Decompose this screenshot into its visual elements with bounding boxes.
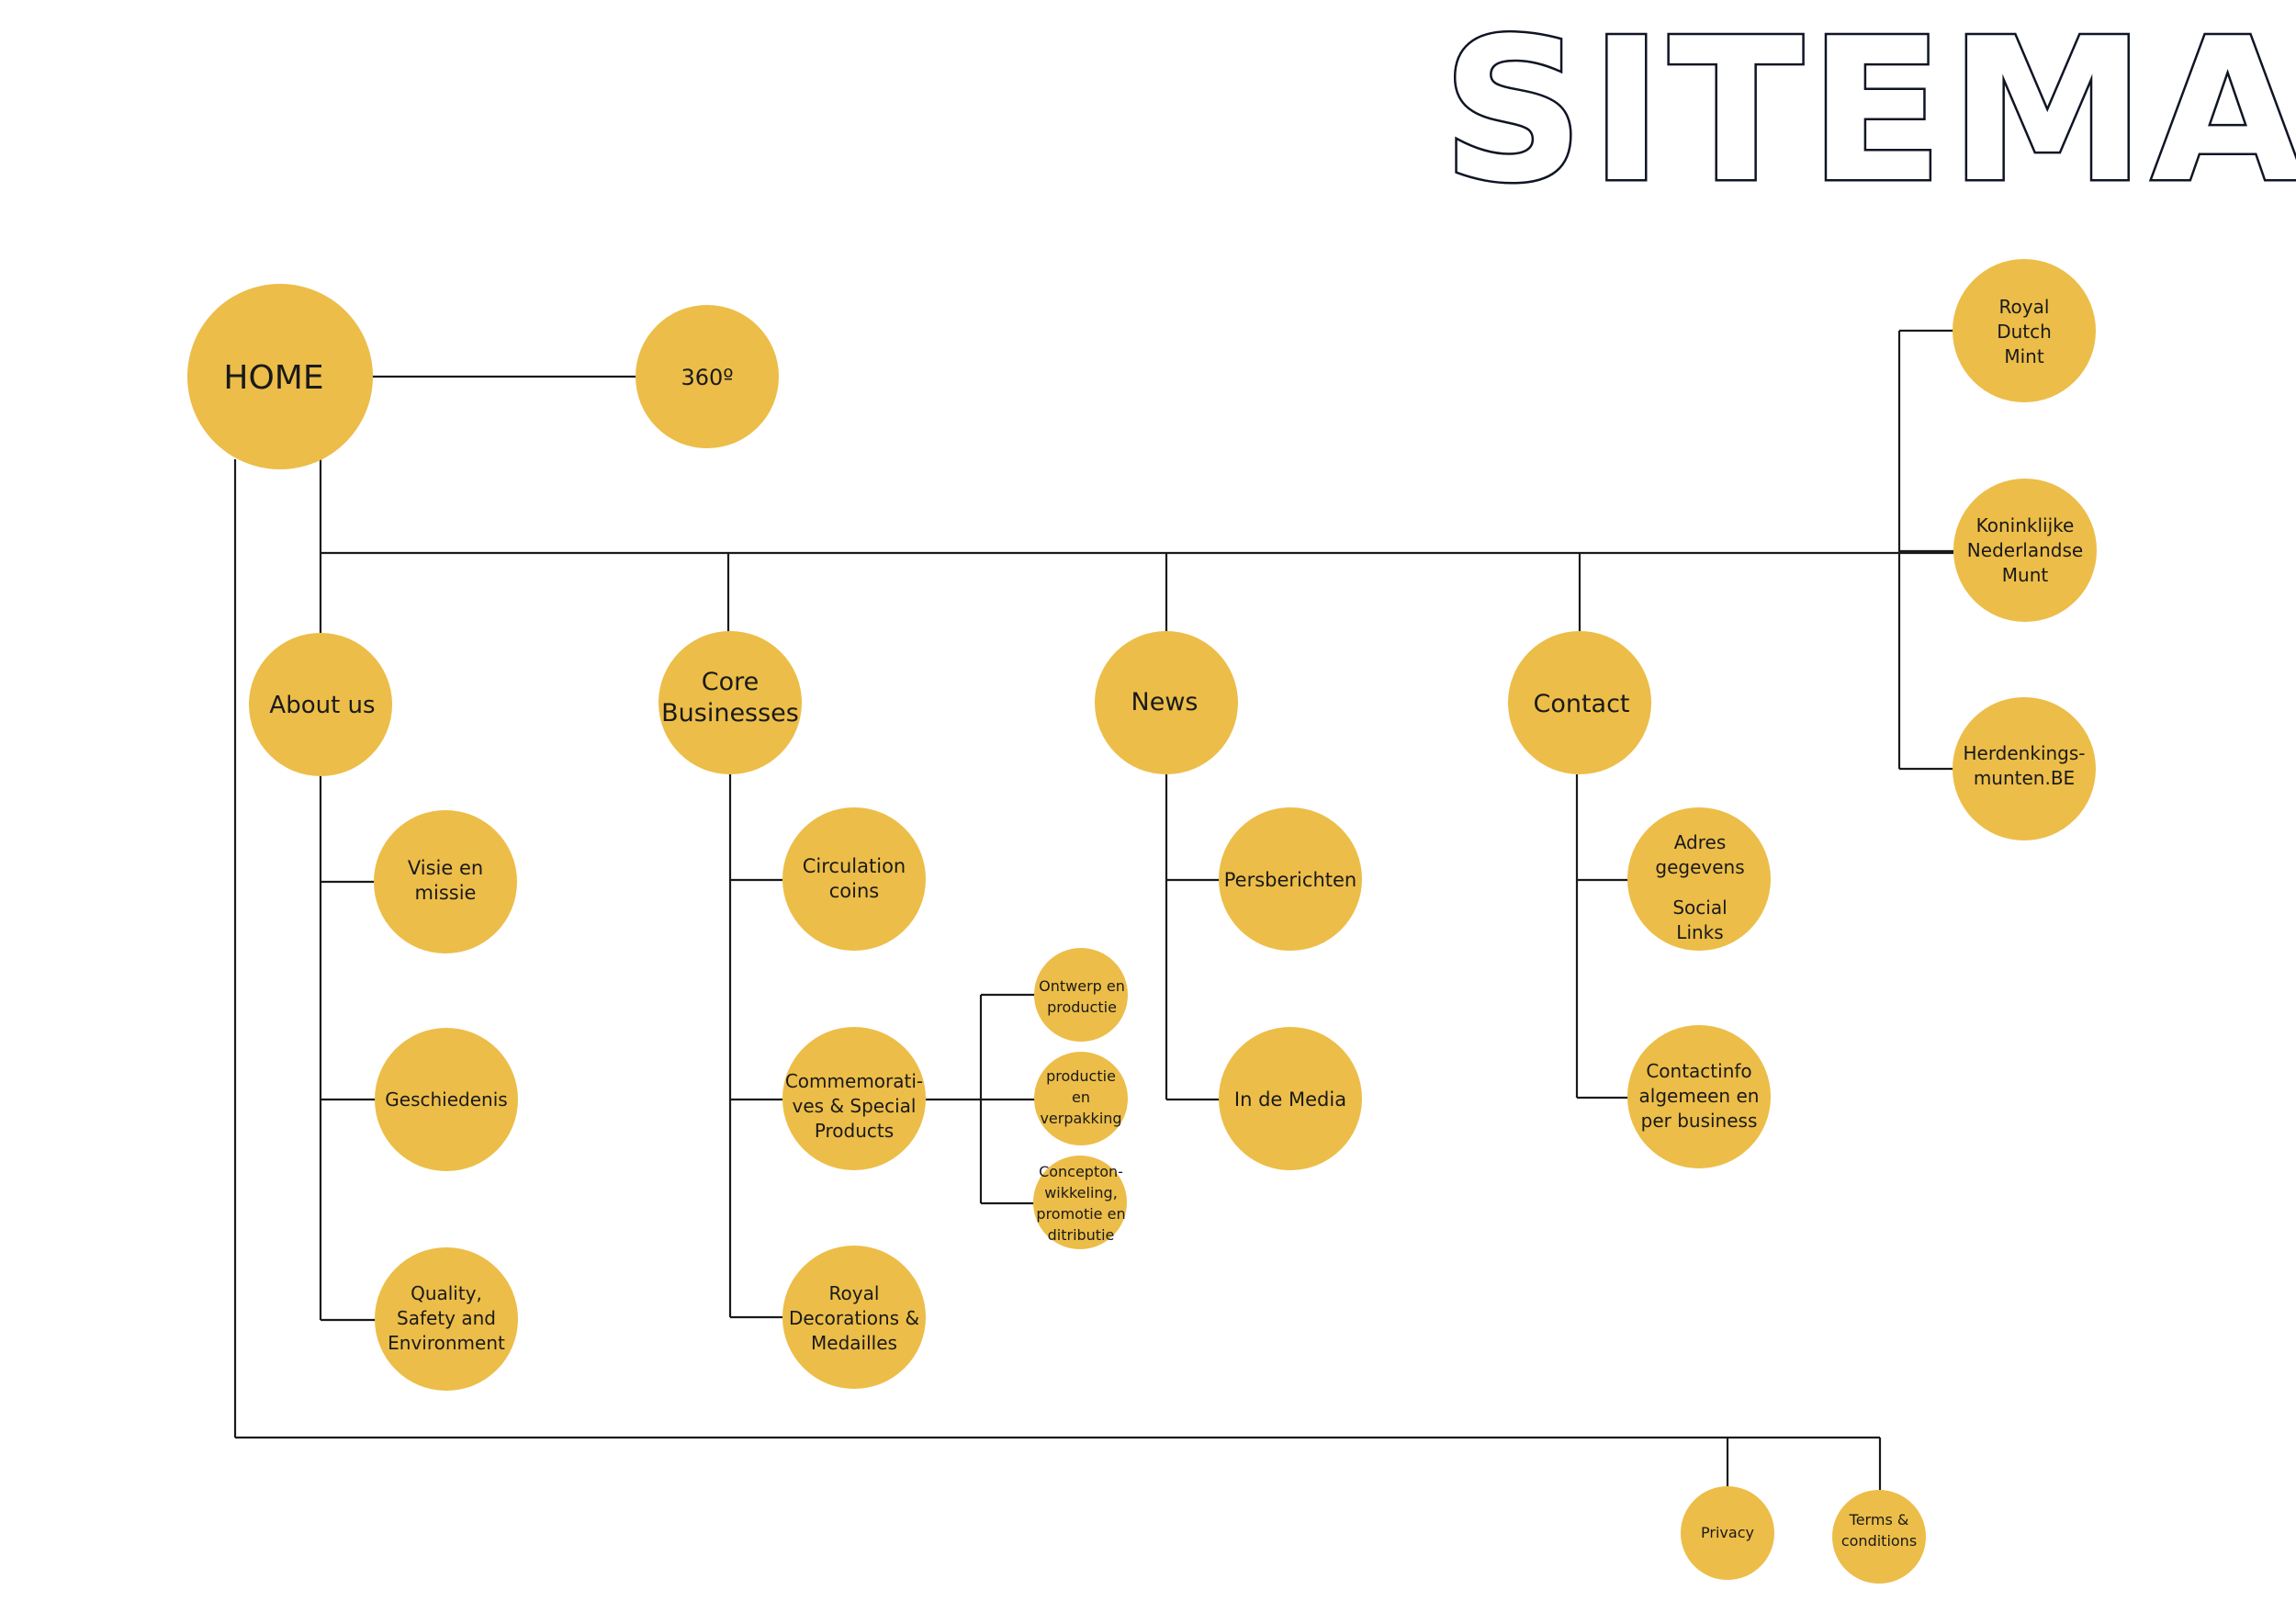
connector-lines (233, 329, 1953, 1490)
node-knm-label-2: Nederlandse (1967, 539, 2083, 561)
node-prodverp-label-1: productie (1046, 1067, 1116, 1085)
node-home-label: HOME (223, 359, 323, 397)
node-adres-label-3: Social (1672, 897, 1727, 919)
node-contactinfo-label-3: per business (1641, 1110, 1758, 1132)
node-royal-dutch-label-3: Mint (2004, 345, 2043, 367)
node-royaldec-label-3: Medailles (811, 1332, 897, 1354)
node-concept-label-4: ditributie (1048, 1226, 1115, 1244)
node-herd-label-1: Herdenkings- (1963, 742, 2085, 764)
node-commemoratives[interactable]: Commemorati- ves & Special Products (782, 1027, 926, 1170)
node-prodverp-label-3: verpakking (1040, 1110, 1121, 1127)
node-pers-label: Persberichten (1224, 869, 1356, 891)
node-core-businesses[interactable]: Core Businesses (658, 631, 802, 774)
node-conceptontwikkeling[interactable]: Concepton- wikkeling, promotie en ditrib… (1033, 1156, 1127, 1249)
node-in-de-media[interactable]: In de Media (1219, 1027, 1362, 1170)
node-concept-label-2: wikkeling, (1044, 1184, 1118, 1201)
node-news[interactable]: News (1095, 631, 1238, 774)
node-royaldec-label-1: Royal (829, 1282, 880, 1304)
node-ontwerp-label-2: productie (1047, 998, 1117, 1016)
node-visie-label-2: missie (415, 882, 477, 904)
node-adres-social[interactable]: Adres gegevens Social Links (1627, 807, 1771, 951)
node-terms-conditions[interactable]: Terms & conditions (1832, 1490, 1926, 1584)
node-news-label: News (1131, 688, 1199, 716)
node-geschiedenis-label: Geschiedenis (385, 1088, 507, 1111)
node-contactinfo[interactable]: Contactinfo algemeen en per business (1627, 1025, 1771, 1168)
node-royaldec-label-2: Decorations & (789, 1307, 919, 1329)
node-royal-decorations[interactable]: Royal Decorations & Medailles (782, 1246, 926, 1389)
node-koninklijke-nederlandse-munt[interactable]: Koninklijke Nederlandse Munt (1953, 479, 2097, 622)
node-quality-label-3: Environment (388, 1332, 505, 1354)
node-quality-label-2: Safety and (397, 1307, 496, 1329)
node-visie-en-missie[interactable]: Visie en missie (374, 810, 517, 953)
node-media-label: In de Media (1234, 1088, 1346, 1111)
node-core-label-2: Businesses (661, 699, 799, 727)
node-royal-dutch-mint[interactable]: Royal Dutch Mint (1953, 259, 2096, 402)
node-adres-label-4: Links (1676, 921, 1723, 943)
node-about-us[interactable]: About us (249, 633, 392, 776)
node-knm-label-1: Koninklijke (1976, 514, 2075, 536)
node-comm-label-3: Products (815, 1120, 894, 1142)
node-herdenkingsmunten[interactable]: Herdenkings- munten.BE (1953, 697, 2096, 840)
node-royal-dutch-label-2: Dutch (1997, 321, 2052, 343)
node-productie-en-verpakking[interactable]: productie en verpakking (1034, 1052, 1128, 1145)
node-adres-label-1: Adres (1674, 831, 1727, 853)
node-circulation-coins[interactable]: Circulation coins (782, 807, 926, 951)
node-360[interactable]: 360º (636, 305, 779, 448)
node-circ-label-1: Circulation (803, 855, 906, 877)
node-royal-dutch-label-1: Royal (1999, 296, 2050, 318)
node-persberichten[interactable]: Persberichten (1219, 807, 1362, 951)
node-adres-label-2: gegevens (1655, 856, 1744, 878)
node-herd-label-2: munten.BE (1974, 767, 2075, 789)
node-comm-label-1: Commemorati- (785, 1070, 923, 1092)
node-concept-label-3: promotie en (1036, 1205, 1125, 1223)
node-quality-safety-environment[interactable]: Quality, Safety and Environment (375, 1247, 518, 1391)
node-ontwerp-label-1: Ontwerp en (1039, 977, 1125, 995)
node-comm-label-2: ves & Special (793, 1095, 917, 1117)
node-about-us-label: About us (269, 692, 375, 719)
node-core-label-1: Core (702, 668, 760, 696)
node-terms-label-2: conditions (1841, 1532, 1917, 1550)
node-visie-label-1: Visie en (408, 857, 483, 879)
node-privacy[interactable]: Privacy (1681, 1486, 1774, 1580)
node-knm-label-3: Munt (2002, 564, 2049, 586)
node-contactinfo-label-2: algemeen en (1639, 1085, 1760, 1107)
node-terms-label-1: Terms & (1849, 1511, 1909, 1528)
node-prodverp-label-2: en (1072, 1088, 1090, 1106)
node-quality-label-1: Quality, (411, 1282, 482, 1304)
page-title: SITEMAP (1442, 0, 2296, 226)
node-360-label: 360º (681, 365, 733, 390)
node-geschiedenis[interactable]: Geschiedenis (375, 1028, 518, 1171)
node-contactinfo-label-1: Contactinfo (1646, 1060, 1751, 1082)
node-circ-label-2: coins (829, 880, 879, 902)
node-concept-label-1: Concepton- (1039, 1163, 1123, 1180)
node-home[interactable]: HOME (187, 284, 373, 469)
node-contact-label: Contact (1533, 690, 1629, 718)
node-ontwerp-en-productie[interactable]: Ontwerp en productie (1034, 948, 1128, 1042)
node-privacy-label: Privacy (1701, 1524, 1754, 1541)
node-contact[interactable]: Contact (1508, 631, 1651, 774)
